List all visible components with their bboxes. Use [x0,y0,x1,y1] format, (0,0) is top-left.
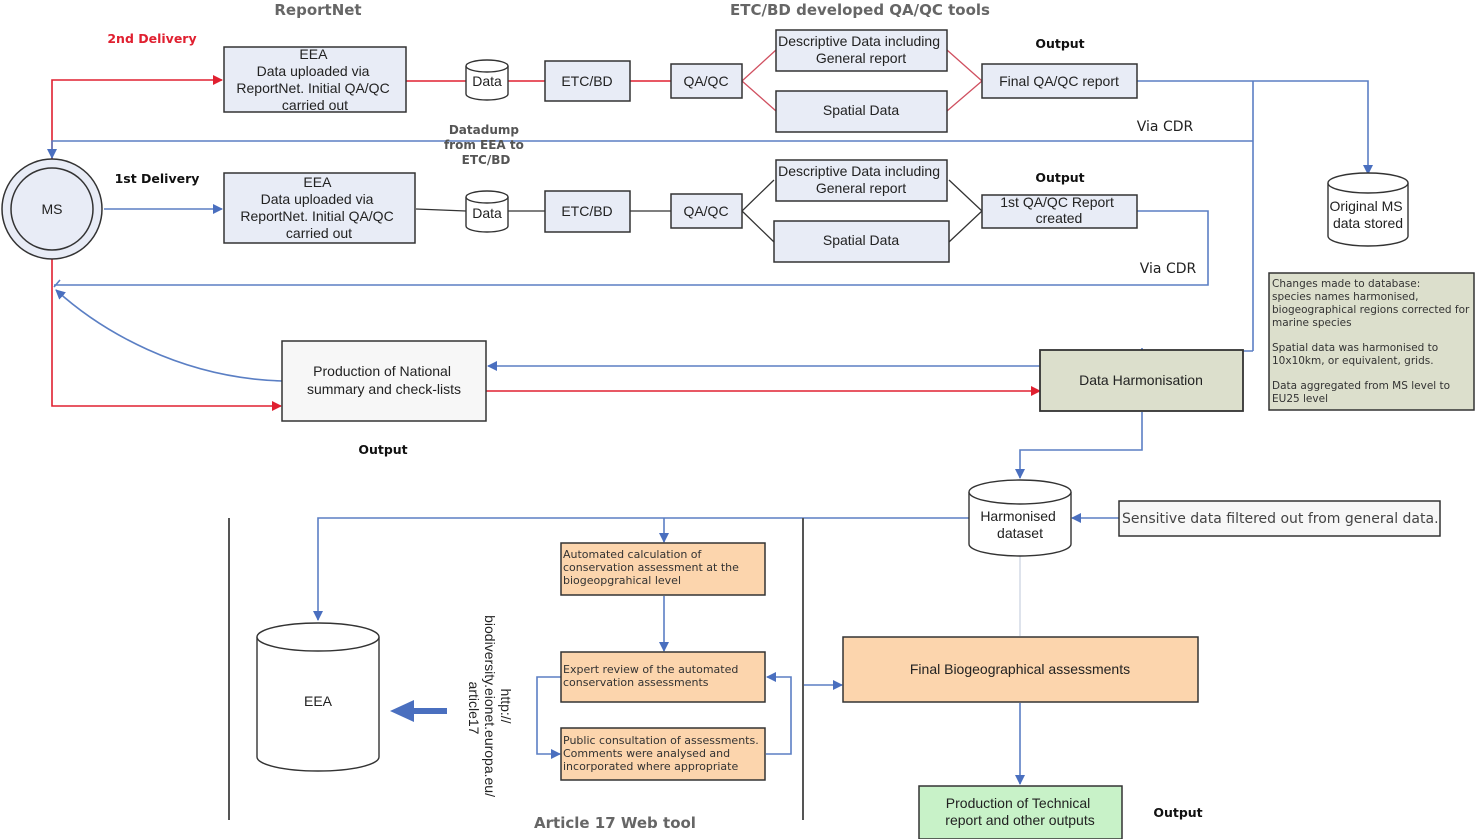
svg-text:Data: Data [472,205,502,221]
svg-text:Production of National s: Production of National summary and check… [307,363,461,397]
via-cdr-bottom-label: Via CDR [1140,261,1197,277]
svg-text:Harmonised dataset: Harmonised dataset [980,508,1059,541]
svg-text:Spatial Data: Spatial Data [823,232,899,248]
harmonisation-note: Changes made to database: species names … [1268,272,1475,411]
svg-text:Original MS data stored: Original MS data stored [1329,198,1406,231]
svg-text:QA/QC: QA/QC [683,203,728,219]
svg-text:Descriptive Data including: Descriptive Data including General repor… [778,163,944,196]
harmonised-dataset-store[interactable]: Harmonised dataset [968,479,1072,557]
output-final-label: Output [1035,36,1084,51]
datadump-label: Datadump from EEA to ETC/BD [444,123,528,167]
sensitive-filter-node[interactable]: Sensitive data filtered out from general… [1118,500,1441,537]
svg-text:ETC/BD: ETC/BD [561,203,612,219]
connector-qaqc-split-1st [741,179,775,243]
svg-text:EEA Data uploaded via: EEA Data uploaded via ReportNet. Initial… [236,46,393,113]
svg-text:Spatial Data: Spatial Data [823,102,899,118]
final-qaqc-report-node[interactable]: Final QA/QC report [981,63,1138,99]
svg-text:Data: Data [472,73,502,89]
connector-final-report-to-original-store [1137,80,1373,175]
svg-text:EEA: EEA [304,693,333,709]
final-biogeo-node[interactable]: Final Biogeographical assessments [842,636,1199,703]
eea-store[interactable]: EEA [256,622,380,772]
connector-expert-to-public [536,676,561,759]
national-summary-node[interactable]: Production of National summary and check… [281,340,487,422]
output-national-label: Output [358,442,407,457]
svg-text:ETC/BD: ETC/BD [561,73,612,89]
connector-public-to-expert [766,672,792,755]
connector-ms-to-eea-2nd [51,75,223,160]
qaqc-2nd-node[interactable]: QA/QC [670,63,743,99]
connector-dataset-to-eea [313,517,969,621]
web-tool-heading: Article 17 Web tool [534,814,696,832]
svg-text:Expert review of the automated: Expert review of the automated conservat… [563,663,742,689]
spatial-1st-node[interactable]: Spatial Data [773,220,950,263]
svg-text:Changes made to database:: Changes made to database: species names … [1272,278,1473,405]
connector-ms-to-national-summary [51,258,282,411]
connector-merge-to-final-report [946,49,983,112]
connector-cdr-bottom-end [53,279,61,288]
svg-text:MS: MS [42,201,63,217]
connector-national-to-ms [55,289,283,382]
connector-eea-to-data-1st [415,208,467,212]
original-ms-data-store[interactable]: Original MS data stored [1327,172,1409,247]
via-cdr-top-label: Via CDR [1137,119,1194,135]
spatial-2nd-node[interactable]: Spatial Data [775,90,948,133]
svg-text:Public consultation of assessm: Public consultation of assessments. Comm… [563,734,762,773]
svg-text:Production of Technical: Production of Technical report and other… [945,795,1094,828]
svg-text:Sensitive data filtered out fr: Sensitive data filtered out from general… [1122,511,1439,527]
first-qaqc-report-node[interactable]: 1st QA/QC Report created [981,194,1138,229]
public-consultation-node[interactable]: Public consultation of assessments. Comm… [560,727,766,781]
connector-via-cdr-top [47,140,1253,159]
connector-qaqc-split-2nd [741,49,777,112]
descriptive-1st-node[interactable]: Descriptive Data including General repor… [775,159,948,202]
svg-text:Final QA/QC report: Final QA/QC report [999,73,1119,89]
data-harmonisation-node[interactable]: Data Harmonisation [1039,349,1244,412]
eea-upload-2nd-node[interactable]: EEA Data uploaded via ReportNet. Initial… [223,46,407,113]
descriptive-2nd-node[interactable]: Descriptive Data including General repor… [775,29,948,72]
ms-node[interactable]: MS [1,158,103,260]
svg-text:QA/QC: QA/QC [683,73,728,89]
article17-url-link[interactable]: http:// biodiversity.eionet.europa.eu/ a… [466,615,514,801]
output-technical-label: Output [1153,805,1202,820]
svg-text:EEA Data uploaded via: EEA Data uploaded via ReportNet. Initial… [240,174,397,241]
publish-arrow-icon [390,700,447,722]
data-1st-store[interactable]: Data [465,190,509,233]
svg-text:Automated calculation of: Automated calculation of conservation as… [563,548,742,587]
qaqc-1st-node[interactable]: QA/QC [670,193,743,229]
second-delivery-label: 2nd Delivery [107,31,196,46]
connector-via-cdr-bottom [54,210,1209,286]
etcbd-2nd-node[interactable]: ETC/BD [544,60,631,102]
expert-review-node[interactable]: Expert review of the automated conservat… [560,651,766,703]
connector-merge-to-1st-report [948,179,983,243]
svg-text:Final Biogeographical assessme: Final Biogeographical assessments [910,661,1130,677]
eea-upload-1st-node[interactable]: EEA Data uploaded via ReportNet. Initial… [223,172,416,244]
svg-text:Descriptive Data including: Descriptive Data including General repor… [778,33,944,66]
svg-text:Data Harmonisation: Data Harmonisation [1079,372,1203,388]
data-2nd-store[interactable]: Data [465,59,509,101]
etcbd-1st-node[interactable]: ETC/BD [544,190,631,233]
first-delivery-label: 1st Delivery [115,171,200,186]
connector-harmonisation-to-dataset [1015,412,1143,479]
reportnet-heading: ReportNet [274,1,361,19]
qaqc-tools-heading: ETC/BD developed QA/QC tools [730,1,990,19]
automated-calc-node[interactable]: Automated calculation of conservation as… [560,542,766,596]
output-first-label: Output [1035,170,1084,185]
technical-report-node[interactable]: Production of Technical report and other… [918,785,1123,839]
svg-text:1st QA/QC Report created: 1st QA/QC Report created [1000,194,1117,226]
